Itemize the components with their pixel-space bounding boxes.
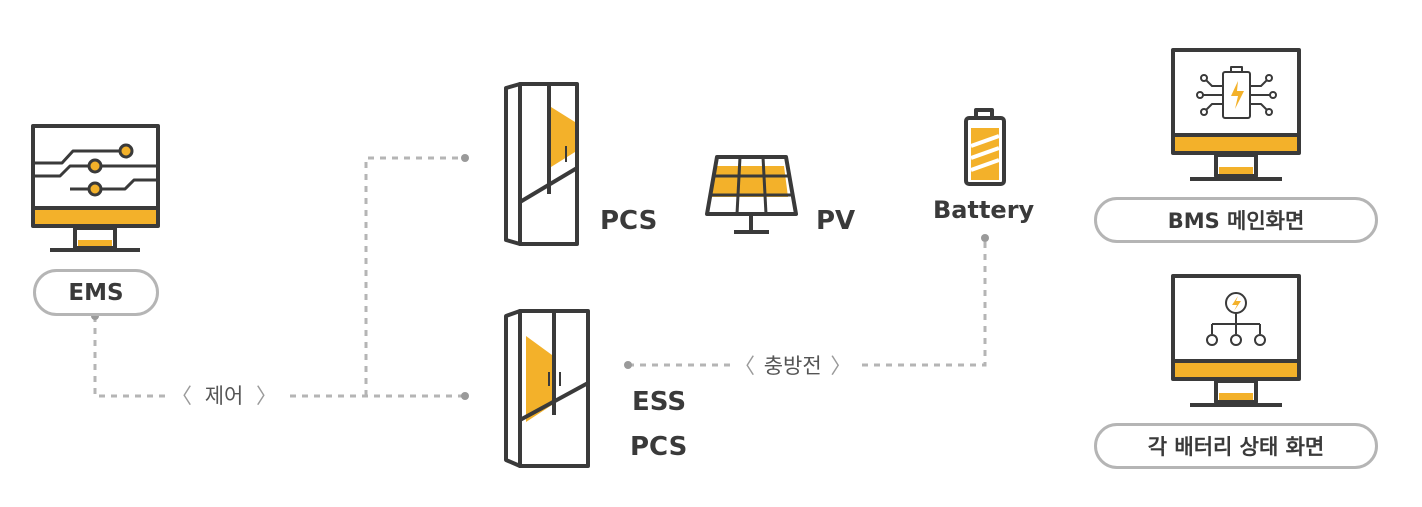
ess-cabinet-icon <box>504 309 590 468</box>
control-connector: 〈 제어 〉 <box>167 380 282 410</box>
solar-panel-icon <box>705 155 798 234</box>
ems-pill: EMS <box>33 269 159 316</box>
ems-label: EMS <box>68 279 124 306</box>
battery-status-label: 각 배터리 상태 화면 <box>1147 435 1325 459</box>
charge-connector: 〈 충방전 〉 <box>730 350 856 380</box>
charge-right-line <box>862 238 987 367</box>
bracket-left-icon: 〈 <box>734 354 755 378</box>
monitor-circuit-icon <box>31 124 160 252</box>
battery-status-pill: 각 배터리 상태 화면 <box>1094 423 1378 469</box>
connection-lines <box>93 156 987 398</box>
bms-main-label: BMS 메인화면 <box>1167 209 1305 233</box>
pv-label: PV <box>816 206 856 236</box>
monitor-tree-icon <box>1171 274 1301 407</box>
bracket-right-icon: 〉 <box>830 354 852 378</box>
bms-main-pill: BMS 메인화면 <box>1094 197 1378 243</box>
charge-label: 충방전 <box>763 354 822 378</box>
ems-control-line <box>93 316 172 398</box>
battery-icon <box>964 108 1006 186</box>
ess-label: ESS <box>632 387 687 417</box>
battery-label: Battery <box>933 196 1035 224</box>
bracket-right-icon: 〉 <box>256 384 278 408</box>
bracket-left-icon: 〈 <box>171 384 192 408</box>
pcs-label: PCS <box>600 206 658 236</box>
cabinet-icon <box>504 82 579 246</box>
ess-pcs-label: PCS <box>630 432 688 462</box>
control-to-pcs-line <box>364 156 465 396</box>
control-label: 제어 <box>204 384 244 408</box>
monitor-battery-icon <box>1171 48 1301 181</box>
